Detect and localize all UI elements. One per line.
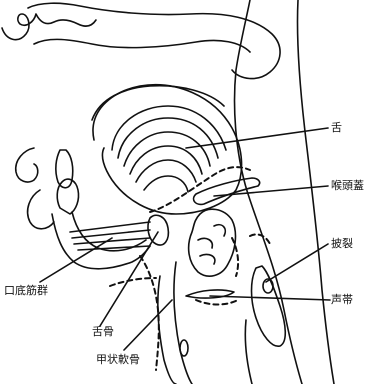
upper-incisor: [56, 150, 73, 188]
floor-muscle-fiber: [72, 230, 150, 238]
leader-arytenoid: [266, 244, 328, 282]
leader-thyroid: [124, 300, 172, 350]
soft-palate: [92, 86, 224, 120]
nasal-cavity-inner: [34, 39, 250, 52]
tissue-lobule: [198, 238, 212, 248]
label-floor-of-mouth-muscles: 口底筋群: [4, 284, 48, 297]
larynx-front: [174, 262, 192, 384]
vertebra-outline: [297, 0, 334, 384]
skull-arc: [28, 3, 280, 78]
label-vocal-cords: 声帯: [331, 293, 353, 306]
label-hyoid-bone: 舌骨: [92, 325, 114, 338]
dashed-contour-front: [140, 256, 159, 370]
tongue-outline: [93, 85, 242, 214]
tongue-fiber: [112, 106, 226, 150]
dashed-contour-cords: [196, 300, 238, 305]
label-thyroid-cartilage: 甲状軟骨: [96, 353, 140, 366]
lower-lip: [28, 190, 54, 229]
dashed-contour-upper: [150, 167, 250, 212]
trachea-wall: [245, 320, 252, 384]
leader-epiglottis: [214, 186, 328, 196]
nasal-outline: [2, 14, 96, 40]
label-arytenoid: 披裂: [331, 237, 353, 250]
tongue-fiber: [144, 176, 188, 192]
tongue-fiber: [118, 118, 218, 158]
cricoid-ring: [180, 340, 188, 356]
leader-vocal-cords: [210, 296, 330, 300]
lower-incisor: [57, 179, 78, 214]
label-epiglottis: 喉頭蓋: [331, 179, 364, 192]
tongue-fiber: [136, 160, 196, 182]
dashed-contour-hyoid: [110, 278, 156, 286]
floor-muscle-fiber: [78, 246, 150, 250]
hyoid-bone: [148, 215, 168, 245]
tissue-lobule: [214, 225, 225, 236]
dashed-contour-arytenoid: [250, 234, 270, 244]
label-tongue: 舌: [331, 121, 342, 134]
upper-lip: [16, 148, 38, 182]
tissue-lobule: [200, 254, 215, 264]
arytenoid: [252, 266, 286, 346]
